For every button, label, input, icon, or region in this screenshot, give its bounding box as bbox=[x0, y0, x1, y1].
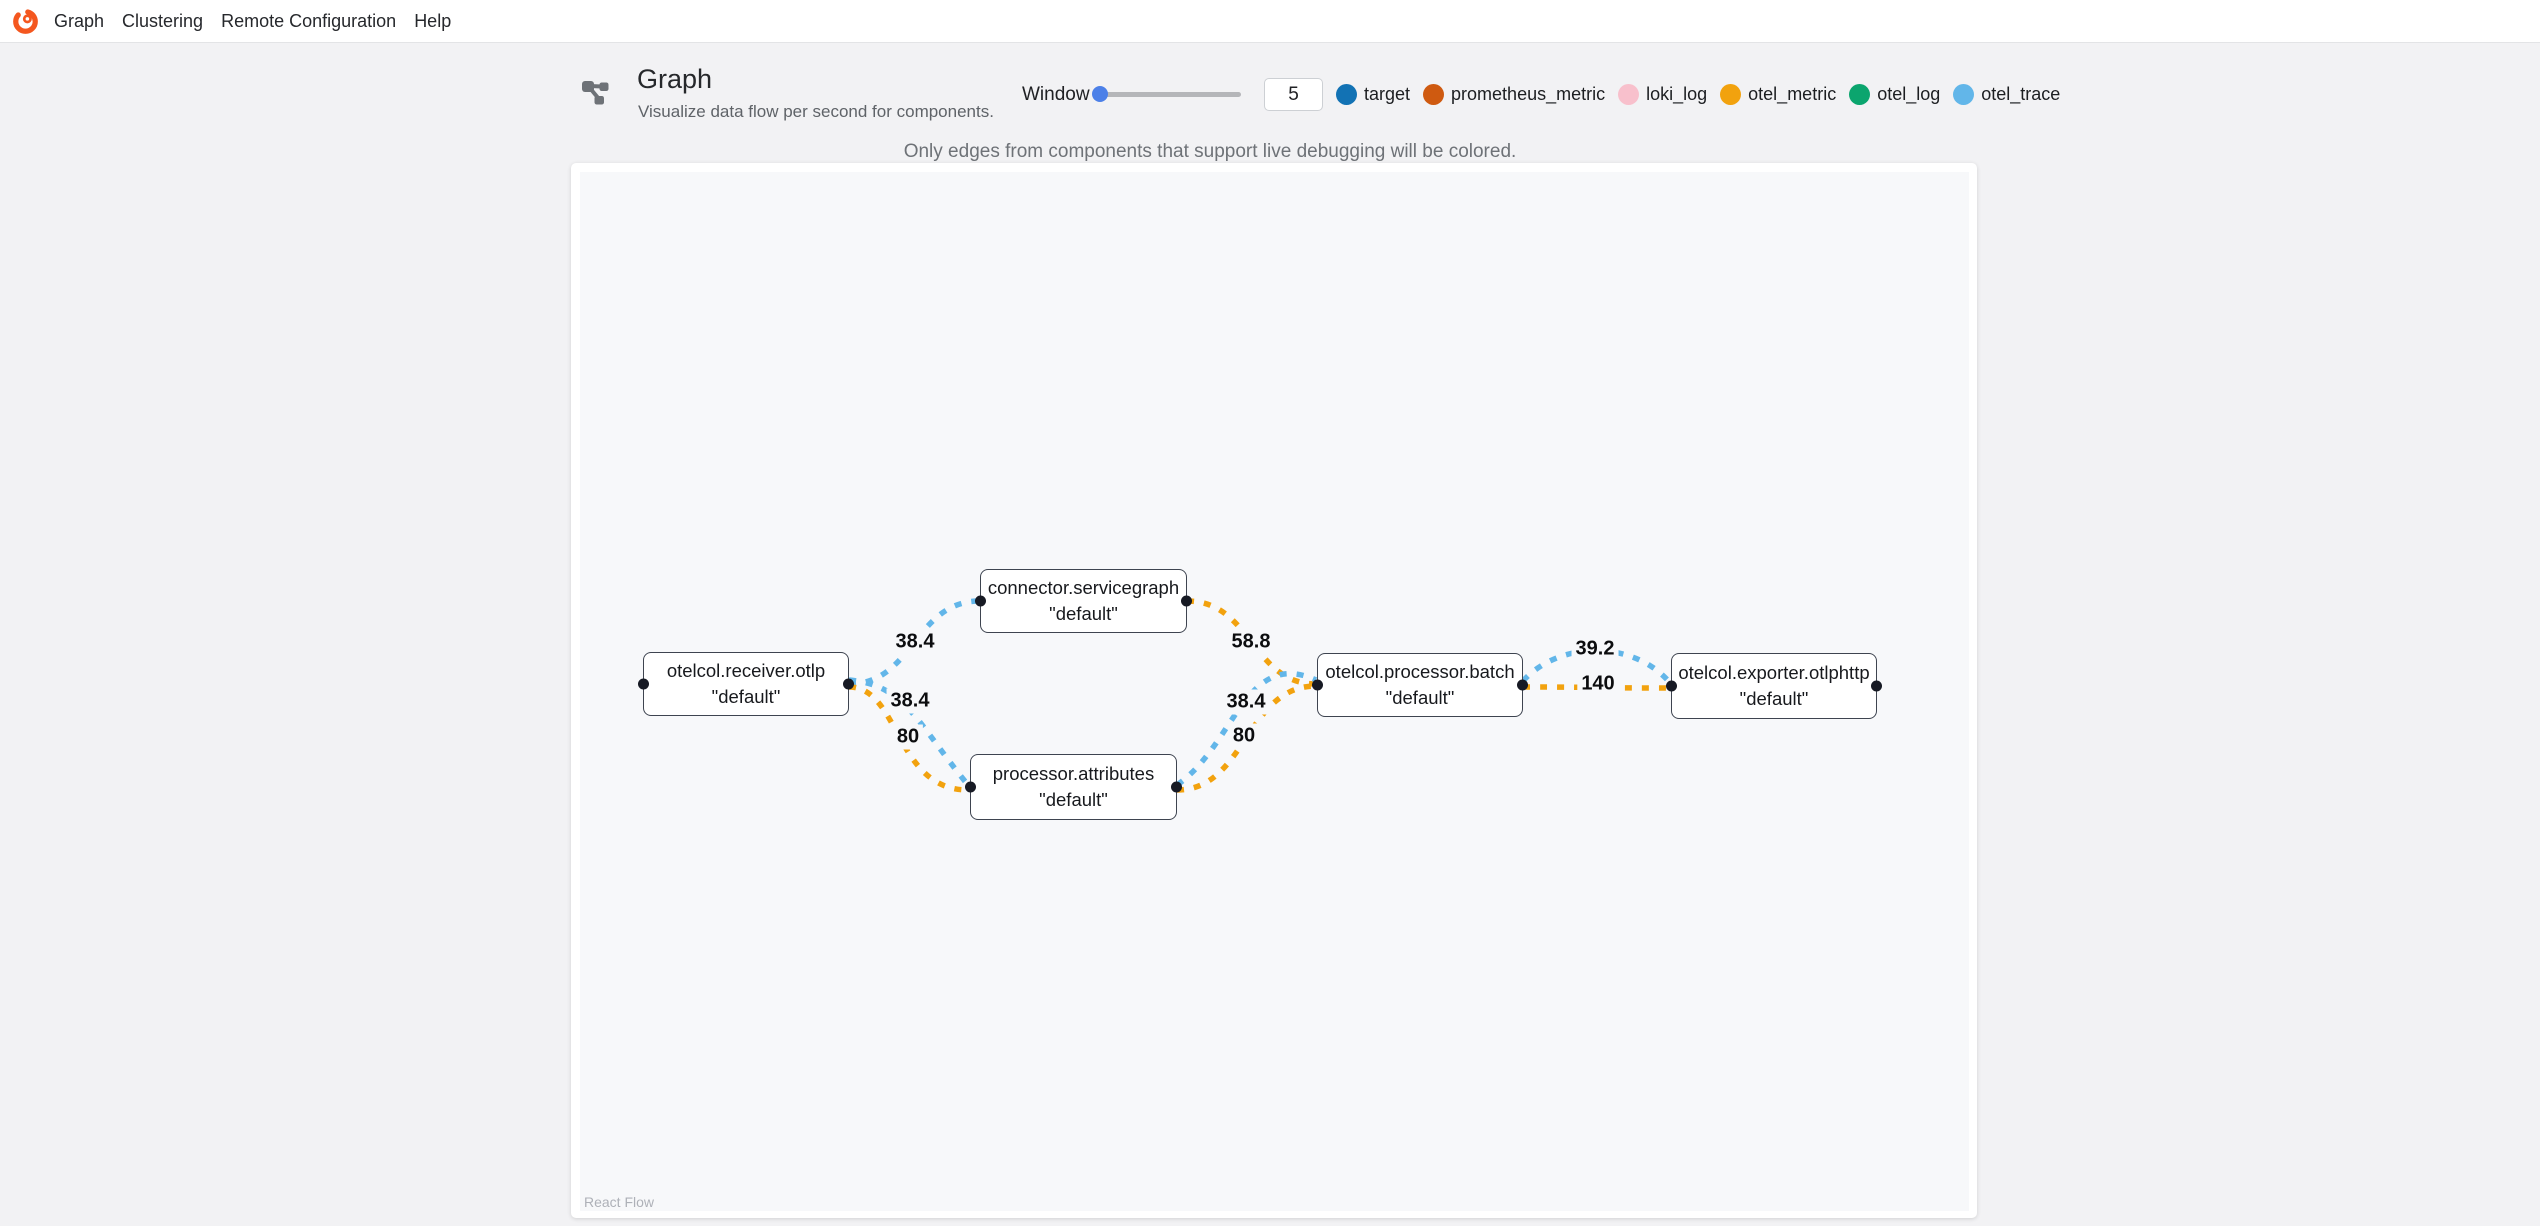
top-navbar: Graph Clustering Remote Configuration Help bbox=[0, 0, 2540, 43]
edge-rate-label: 38.4 bbox=[886, 688, 934, 714]
node-input-handle[interactable] bbox=[975, 595, 986, 607]
page-title: Graph bbox=[637, 64, 713, 94]
node-input-handle[interactable] bbox=[1666, 680, 1677, 692]
edge-rate-label: 39.2 bbox=[1571, 636, 1619, 662]
node-input-handle[interactable] bbox=[1312, 679, 1323, 691]
nav-item-clustering[interactable]: Clustering bbox=[122, 10, 204, 31]
flow-node-exporter[interactable]: otelcol.exporter.otlphttp "default" bbox=[1666, 653, 1882, 719]
live-debugging-note: Only edges from components that support … bbox=[903, 141, 1517, 162]
alloy-logo-icon[interactable] bbox=[12, 8, 39, 35]
window-slider-thumb[interactable] bbox=[1092, 86, 1109, 102]
node-instance: "default" bbox=[1039, 789, 1108, 810]
legend-label: otel_metric bbox=[1748, 84, 1837, 104]
edge-rate-label: 58.8 bbox=[1227, 629, 1275, 655]
legend-dot-otel_metric bbox=[1720, 84, 1742, 105]
nav-item-graph[interactable]: Graph bbox=[54, 10, 105, 31]
nav-item-help[interactable]: Help bbox=[414, 10, 452, 31]
window-slider-label: Window bbox=[1022, 84, 1090, 105]
nav-item-remote-configuration[interactable]: Remote Configuration bbox=[221, 10, 397, 31]
legend-item-otel_metric: otel_metric bbox=[1720, 84, 1836, 105]
node-instance: "default" bbox=[711, 686, 781, 707]
legend-item-otel_trace: otel_trace bbox=[1953, 84, 2060, 105]
window-slider[interactable] bbox=[1092, 86, 1241, 102]
edge-rate-label: 38.4 bbox=[1222, 689, 1270, 715]
edge-rate-label: 80 bbox=[892, 724, 924, 750]
edge-rate-label: 80 bbox=[1228, 723, 1260, 749]
legend-label: loki_log bbox=[1646, 84, 1708, 104]
edge-rate-label: 140 bbox=[1577, 671, 1619, 697]
legend-dot-loki_log bbox=[1618, 84, 1640, 105]
flow-node-receiver[interactable]: otelcol.receiver.otlp "default" bbox=[638, 652, 854, 716]
legend-item-target: target bbox=[1336, 84, 1410, 105]
legend-label: otel_log bbox=[1877, 84, 1941, 104]
node-instance: "default" bbox=[1739, 688, 1809, 709]
edge-rate-label: 38.4 bbox=[891, 629, 939, 655]
window-value-input[interactable] bbox=[1264, 78, 1323, 111]
node-name: otelcol.receiver.otlp bbox=[666, 660, 826, 682]
node-name: otelcol.processor.batch bbox=[1325, 661, 1515, 683]
flow-node-batch[interactable]: otelcol.processor.batch "default" bbox=[1312, 653, 1528, 717]
node-output-handle[interactable] bbox=[843, 678, 854, 690]
legend-dot-otel_trace bbox=[1953, 84, 1975, 105]
reactflow-attribution: React Flow bbox=[584, 1194, 655, 1210]
node-output-handle[interactable] bbox=[1171, 781, 1182, 793]
legend-dot-otel_log bbox=[1849, 84, 1871, 105]
node-instance: "default" bbox=[1049, 603, 1118, 624]
node-name: processor.attributes bbox=[992, 763, 1155, 785]
node-instance: "default" bbox=[1385, 687, 1455, 708]
flow-node-servicegraph[interactable]: connector.servicegraph "default" bbox=[975, 569, 1192, 633]
node-name: otelcol.exporter.otlphttp bbox=[1678, 662, 1870, 684]
node-input-handle[interactable] bbox=[638, 678, 649, 690]
page-subtitle: Visualize data flow per second for compo… bbox=[638, 102, 994, 121]
node-name: connector.servicegraph bbox=[987, 577, 1180, 599]
legend-label: prometheus_metric bbox=[1451, 84, 1606, 104]
edge-type-legend: target prometheus_metric loki_log otel_metr… bbox=[1336, 84, 2060, 105]
legend-label: otel_trace bbox=[1981, 84, 2061, 104]
window-slider-track[interactable] bbox=[1093, 92, 1241, 97]
legend-label: target bbox=[1364, 84, 1411, 104]
flow-node-attributes[interactable]: processor.attributes "default" bbox=[965, 754, 1182, 820]
graph-page-icon bbox=[582, 81, 609, 105]
legend-item-prometheus_metric: prometheus_metric bbox=[1423, 84, 1605, 105]
legend-dot-prometheus_metric bbox=[1423, 84, 1445, 105]
node-output-handle[interactable] bbox=[1871, 680, 1882, 692]
node-output-handle[interactable] bbox=[1181, 595, 1192, 607]
legend-item-loki_log: loki_log bbox=[1618, 84, 1707, 105]
node-output-handle[interactable] bbox=[1517, 679, 1528, 691]
navbar-items: Graph Clustering Remote Configuration Help bbox=[54, 11, 451, 32]
legend-dot-target bbox=[1336, 84, 1357, 105]
legend-item-otel_log: otel_log bbox=[1849, 84, 1940, 105]
node-input-handle[interactable] bbox=[965, 781, 976, 793]
